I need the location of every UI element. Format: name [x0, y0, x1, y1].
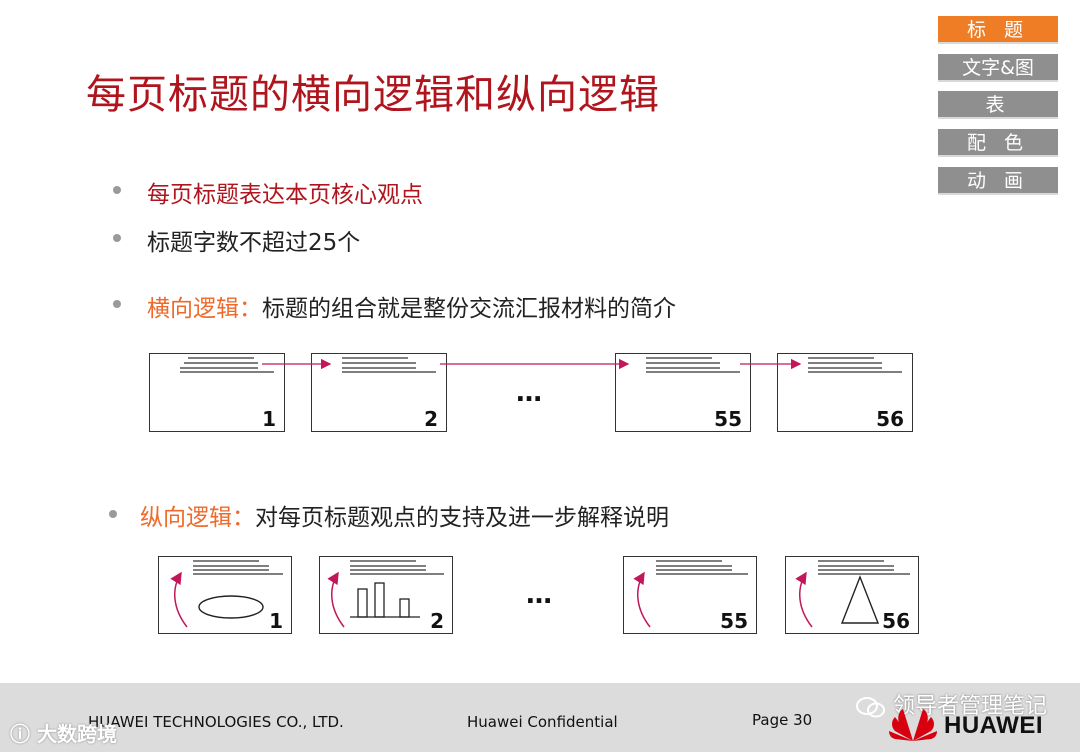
huawei-logo-icon — [889, 709, 937, 741]
horizontal-logic-label: 横向逻辑： — [147, 296, 262, 322]
footer-page-number: Page 30 — [752, 711, 813, 729]
horizontal-logic-text: 标题的组合就是整份交流汇报材料的简介 — [262, 296, 676, 322]
bullet-horizontal-logic: 横向逻辑：标题的组合就是整份交流汇报材料的简介 — [147, 289, 676, 323]
slide-number: 2 — [430, 609, 444, 633]
slide-title-lines — [808, 357, 902, 373]
bar-shape — [374, 582, 385, 618]
nav-item-color[interactable]: 配 色 — [938, 129, 1058, 157]
page-title: 每页标题的横向逻辑和纵向逻辑 — [86, 72, 660, 118]
watermark-right: 领导者管理笔记 — [856, 688, 1047, 720]
vertical-logic-text: 对每页标题观点的支持及进一步解释说明 — [255, 505, 669, 531]
nav-item-table[interactable]: 表 — [938, 91, 1058, 119]
bullet-dot — [113, 186, 121, 194]
horizontal-slide-thumb: 55 — [615, 353, 751, 432]
vertical-slide-thumb: 56 — [785, 556, 919, 634]
ellipsis: … — [516, 378, 542, 408]
ellipse-shape — [198, 595, 264, 619]
bullet-dot — [113, 234, 121, 242]
nav-item-text-image[interactable]: 文字&图 — [938, 54, 1058, 82]
slide-title-lines — [646, 357, 740, 373]
ellipsis: … — [526, 580, 552, 610]
bullet-word-limit: 标题字数不超过25个 — [147, 230, 361, 256]
slide-number: 2 — [424, 407, 438, 431]
slide-title-lines — [342, 357, 436, 373]
bar-shape — [399, 598, 410, 618]
triangle-shape — [840, 575, 880, 624]
bullet-dot — [109, 510, 117, 518]
bullet-dot — [113, 300, 121, 308]
slide-number: 55 — [714, 407, 742, 431]
slide-content-sketch — [327, 560, 444, 628]
watermark-logo-icon: ⓘ — [10, 722, 37, 746]
slide-number: 56 — [876, 407, 904, 431]
brand-name: HUAWEI — [944, 712, 1043, 739]
vertical-slide-thumb: 55 — [623, 556, 757, 634]
horizontal-slide-thumb: 2 — [311, 353, 447, 432]
slide-title-lines — [180, 357, 274, 373]
slide-content-sketch — [795, 560, 910, 628]
horizontal-slide-thumb: 1 — [149, 353, 285, 432]
slide-content-sketch — [170, 560, 283, 628]
nav-item-animation[interactable]: 动 画 — [938, 167, 1058, 195]
slide-number: 56 — [882, 609, 910, 633]
vertical-slide-thumb: 2 — [319, 556, 453, 634]
footer-confidential: Huawei Confidential — [467, 713, 618, 731]
nav-item-title[interactable]: 标 题 — [938, 16, 1058, 44]
vertical-slide-thumb: 1 — [158, 556, 292, 634]
slide-number: 1 — [262, 407, 276, 431]
wechat-icon — [856, 697, 885, 718]
slide-number: 1 — [269, 609, 283, 633]
slide-content-sketch — [633, 560, 748, 628]
bullet-core-point: 每页标题表达本页核心观点 — [147, 182, 423, 208]
bar-shape — [357, 588, 368, 618]
vertical-logic-label: 纵向逻辑： — [140, 505, 255, 531]
footer-company: HUAWEI TECHNOLOGIES CO., LTD. — [88, 713, 344, 731]
slide-number: 55 — [720, 609, 748, 633]
watermark-left: ⓘ 大数跨境 — [10, 722, 117, 746]
bullet-vertical-logic: 纵向逻辑：对每页标题观点的支持及进一步解释说明 — [140, 498, 669, 532]
